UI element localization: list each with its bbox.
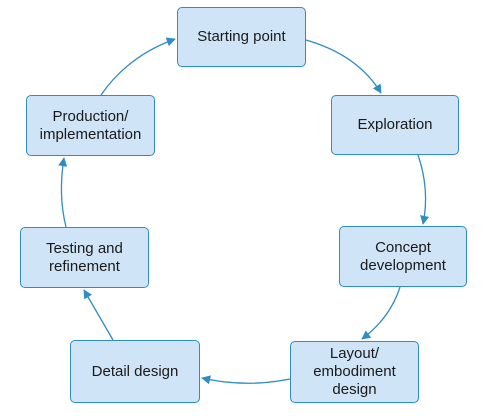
node-production-implementation: Production/ implementation [26, 95, 155, 156]
node-testing-and-refinement-label: Testing and refinement [46, 239, 123, 275]
node-layout-embodiment-design-label: Layout/ embodiment design [313, 345, 396, 398]
node-testing-and-refinement: Testing and refinement [20, 227, 149, 288]
arrow-production-to-start [100, 37, 176, 96]
node-exploration: Exploration [331, 95, 459, 155]
arrow-testing-to-production [58, 157, 68, 228]
node-production-implementation-label: Production/ implementation [39, 107, 142, 143]
node-exploration-label: Exploration [357, 116, 433, 133]
node-concept-development-label: Concept development [360, 238, 446, 274]
arrow-concept-to-layout [361, 286, 401, 340]
node-detail-design-label: Detail design [91, 362, 179, 380]
node-layout-embodiment-design: Layout/ embodiment design [290, 341, 419, 403]
node-starting-point: Starting point [177, 7, 306, 67]
node-detail-design: Detail design [70, 340, 200, 403]
arrow-exploration-to-concept [417, 154, 430, 225]
node-starting-point-label: Starting point [197, 28, 286, 45]
arrow-start-to-exploration [305, 39, 382, 94]
node-concept-development: Concept development [339, 226, 467, 287]
arrow-layout-to-detail [201, 375, 291, 385]
arrow-detail-to-testing [83, 289, 114, 341]
